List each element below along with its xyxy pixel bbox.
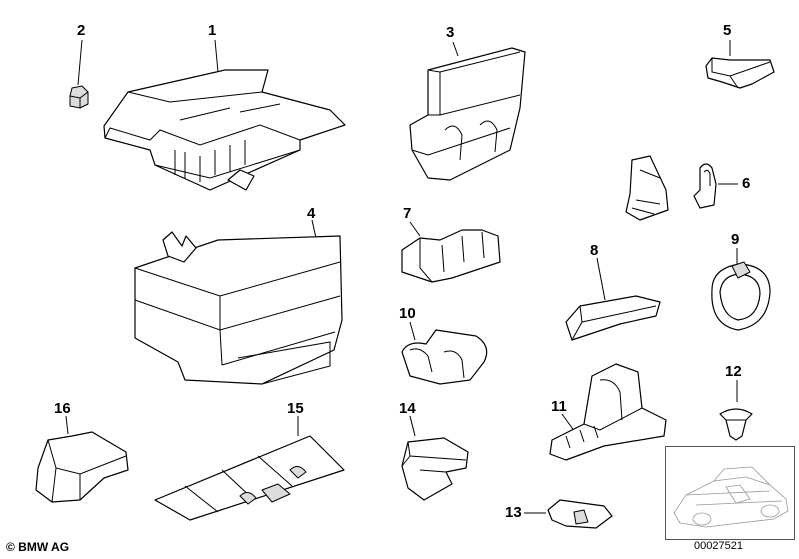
callout-15: 15: [287, 400, 304, 417]
copyright-label: © BMW AG: [6, 540, 70, 554]
callout-16: 16: [54, 400, 71, 417]
part-11-comb-clip: [549, 363, 667, 461]
part-12-push-rivet: [719, 408, 753, 441]
part-10-double-clip: [401, 329, 488, 385]
part-8-rail-clip: [565, 295, 661, 341]
part-2-nut: [69, 85, 89, 109]
callout-12: 12: [725, 363, 742, 380]
part-1-relay-box: [103, 69, 346, 191]
callout-4: 4: [307, 205, 316, 222]
callout-14: 14: [399, 400, 416, 417]
part-3-cable-holder: [409, 47, 526, 181]
part-4-box: [134, 231, 343, 385]
callout-1: 1: [208, 22, 217, 39]
leader-lines: [65, 39, 738, 514]
part-6-clips: [625, 155, 717, 221]
callout-3: 3: [446, 24, 455, 41]
part-15-tray: [154, 435, 345, 521]
callout-2: 2: [77, 22, 86, 39]
document-number: 00027521: [694, 540, 743, 552]
callout-5: 5: [723, 22, 732, 39]
callout-13: 13: [505, 504, 522, 521]
part-9-ring-clamp: [711, 261, 771, 331]
part-14-bracket-clip: [401, 437, 469, 501]
car-outline-icon: [673, 466, 789, 528]
callout-10: 10: [399, 305, 416, 322]
part-5-clip: [705, 57, 775, 89]
callout-7: 7: [403, 205, 412, 222]
callout-6: 6: [742, 175, 751, 192]
callout-9: 9: [731, 231, 740, 248]
part-7-comb-holder: [401, 229, 501, 283]
vehicle-inset: [665, 446, 795, 540]
part-16-holder: [35, 431, 129, 503]
callout-11: 11: [551, 398, 567, 415]
callout-8: 8: [590, 242, 599, 259]
part-13-small-clip: [547, 499, 613, 529]
